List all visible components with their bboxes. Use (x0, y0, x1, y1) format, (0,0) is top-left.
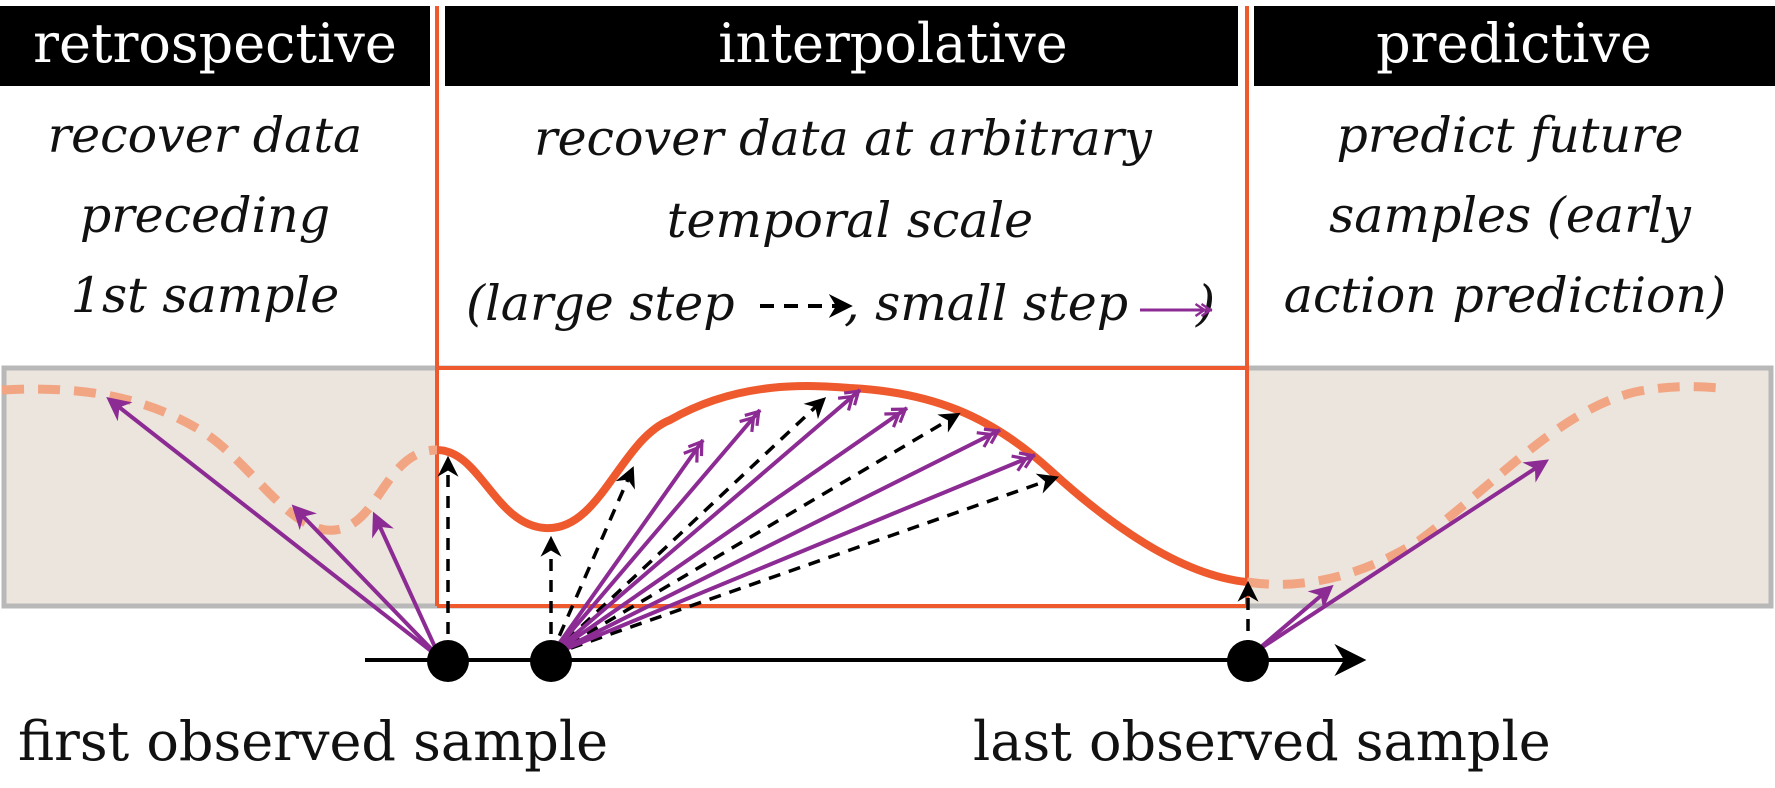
interpolative-line-3c: ) (1195, 275, 1215, 332)
retrospective-line-3: 1st sample (71, 267, 339, 324)
small-step-arrow-5 (550, 427, 1001, 657)
large-step-arrow-5 (550, 412, 961, 657)
large-step-arrow-6 (550, 473, 1059, 657)
header-predictive: predictive (1376, 12, 1652, 75)
predictive-line-2: samples (early (1329, 187, 1692, 244)
interpolative-line-2: temporal scale (667, 192, 1033, 249)
small-step-arrow-2 (549, 408, 762, 657)
sample-dot-first (427, 640, 469, 682)
header-interpolative: interpolative (718, 12, 1068, 75)
predictive-line-1: predict future (1337, 107, 1684, 164)
retro-arrow-2 (291, 504, 442, 660)
header-bar-predictive (1254, 6, 1775, 86)
header-bar-retrospective (0, 6, 430, 86)
large-step-arrow-3 (549, 466, 635, 656)
interpolative-line-3a: (large step (466, 275, 735, 332)
interpolative-line-3b: , small step (844, 275, 1128, 332)
small-step-arrow-4 (549, 406, 909, 657)
caption-first-observed: first observed sample (18, 710, 608, 773)
retrospective-dashed-curve (1, 384, 438, 535)
header-retrospective: retrospective (33, 12, 397, 75)
retrospective-line-1: recover data (48, 107, 363, 164)
caption-last-observed: last observed sample (973, 710, 1551, 773)
retro-arrow-3 (372, 511, 442, 659)
header-bar-interpolative (445, 6, 1238, 86)
interpolative-line-1: recover data at arbitrary (534, 110, 1153, 167)
retrospective-line-2: preceding (80, 187, 330, 244)
small-step-arrow-3 (549, 388, 862, 657)
retro-arrow-1 (106, 397, 442, 660)
small-step-arrow-1 (549, 438, 705, 657)
interpolated-curve (436, 382, 1248, 586)
sample-dot-last (1227, 640, 1269, 682)
predictive-dashed-curve (1246, 382, 1723, 589)
small-step-arrow-6 (550, 451, 1036, 657)
sample-dot-second (530, 640, 572, 682)
predictive-line-3: action prediction) (1284, 267, 1726, 324)
predict-arrow-2 (1253, 459, 1550, 654)
predict-arrow-1 (1253, 584, 1334, 654)
